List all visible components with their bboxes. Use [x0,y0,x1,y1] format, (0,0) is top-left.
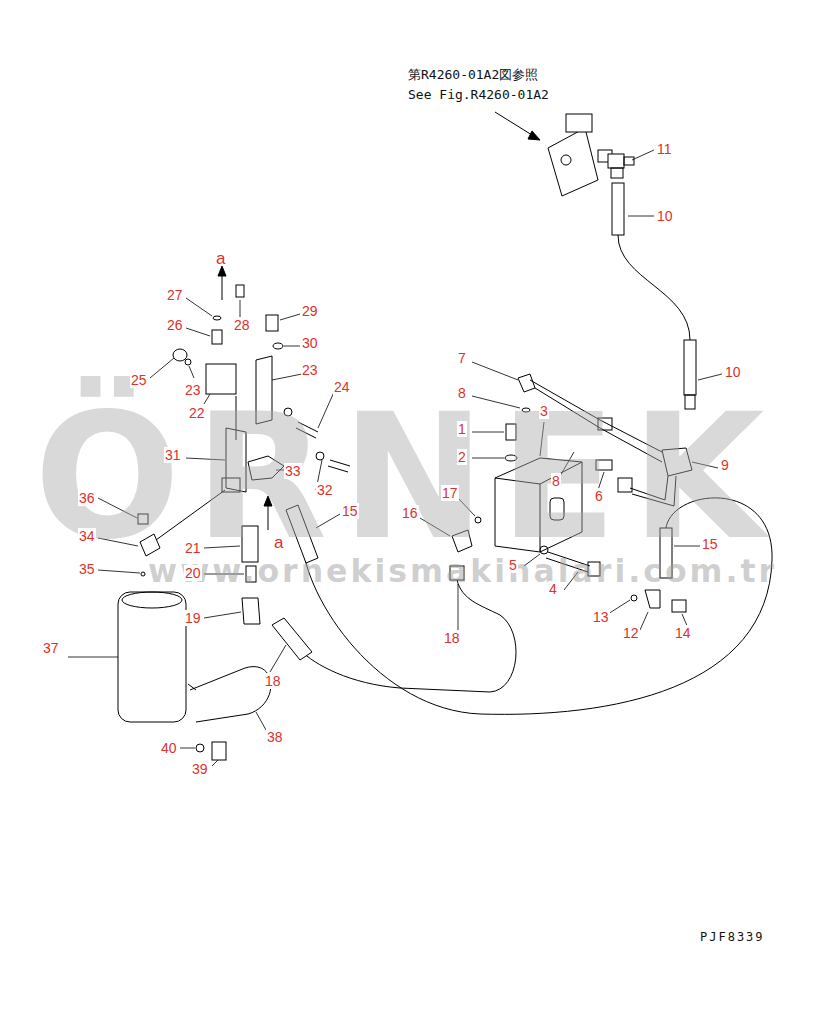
watermark: www.ornekismakinalari.com.tr [148,556,777,588]
callout-number: 34 [78,528,96,544]
callout-number: 16 [401,505,419,521]
callout-number: 15 [701,536,719,552]
callout-number: 18 [264,673,282,689]
callout-number: 11 [656,141,673,157]
callout-number: 17 [441,485,459,501]
callout-number: 19 [184,610,202,626]
callout-number: 38 [266,729,284,745]
connection-mark: a [216,250,225,267]
callout-number: 2 [457,449,467,465]
callout-number: 30 [301,335,319,351]
callout-number: 40 [160,740,178,756]
callout-number: 29 [301,303,319,319]
callout-number: 5 [508,557,518,573]
callout-number: 22 [188,405,206,421]
callout-number: 9 [720,457,730,473]
reference-note: 第R4260-01A2図参照 [408,68,538,81]
callout-number: 14 [674,625,692,641]
callout-number: 27 [166,287,184,303]
callout-number: 26 [166,317,184,333]
callout-number: 23 [301,362,319,378]
callout-number: 3 [539,403,549,419]
callout-number: 13 [592,609,610,625]
valve [495,112,612,196]
drawing-code: PJF8339 [700,931,765,943]
callout-number: 10 [724,364,742,380]
reference-note: See Fig.R4260-01A2 [408,88,549,101]
callout-number: 1 [457,421,467,437]
callout-number: 12 [622,625,640,641]
callout-number: 39 [191,761,209,777]
callout-number: 8 [457,385,467,401]
callout-number: 23 [184,382,202,398]
callout-number: 6 [594,488,604,504]
callout-number: 21 [184,540,202,556]
callout-number: 4 [548,581,558,597]
callout-number: 31 [164,447,182,463]
callout-number: 10 [656,208,674,224]
callout-number: 15 [341,503,359,519]
watermark: ÖRNEK [34,392,779,564]
callout-number: 24 [333,379,351,395]
callout-number: 18 [443,630,461,646]
callout-number: 32 [316,482,334,498]
callout-number: 33 [284,463,302,479]
callout-number: 20 [184,565,202,581]
callout-number: 8 [551,473,561,489]
callout-number: 35 [78,561,96,577]
callout-number: 36 [78,490,96,506]
callout-number: 7 [457,350,467,366]
callout-number: 28 [233,317,251,333]
callout-number: 25 [130,372,148,388]
callout-number: 37 [42,640,60,656]
